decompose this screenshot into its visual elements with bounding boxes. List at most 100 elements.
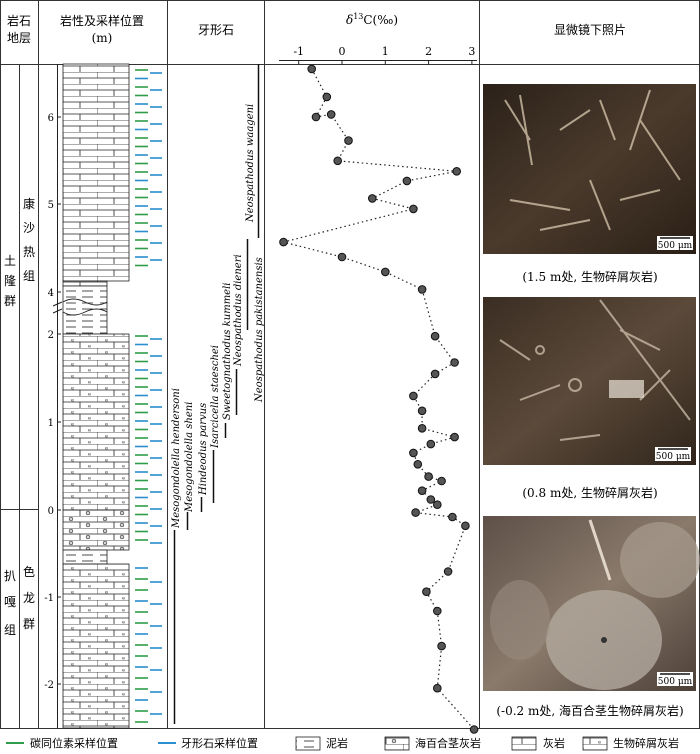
isotope-data-point <box>307 64 317 74</box>
depth-tick-1: 1 <box>48 418 54 429</box>
svg-text:扒: 扒 <box>4 569 16 583</box>
crinoid-unit <box>62 509 130 551</box>
mudstone-unit <box>62 285 108 335</box>
isotope-tick-label: 0 <box>339 45 346 58</box>
isotope-tick-label: 3 <box>468 45 475 58</box>
isotope-data-point <box>417 285 427 294</box>
table-frame <box>0 0 700 729</box>
svg-text:群: 群 <box>4 294 16 308</box>
photo-2: 500 μm <box>483 297 696 465</box>
isotope-data-point <box>409 448 418 458</box>
legend-mudstone-label: 泥岩 <box>326 736 348 750</box>
legend-limestone-swatch <box>511 736 537 751</box>
photo-2-scale: 500 μm <box>656 452 691 462</box>
isotope-data-point <box>409 204 418 214</box>
photo-3-scale: 500 μm <box>658 677 693 687</box>
svg-text:组: 组 <box>4 623 16 637</box>
svg-text:群: 群 <box>23 617 35 631</box>
axis-break <box>52 301 63 314</box>
legend-conodont-label: 牙形石采样位置 <box>181 736 258 750</box>
isotope-tick-label: 1 <box>382 45 389 58</box>
isotope-data-point <box>333 156 343 166</box>
conodont-label-dieneri: Neospathodus dieneri <box>233 254 244 367</box>
legend-bioclastic-swatch <box>582 736 608 751</box>
upper-formation-label: 康 沙 热 组 <box>23 196 35 283</box>
conodont-label-staeschei: Isarcicella staeschei <box>210 345 221 449</box>
isotope-data-point <box>417 486 427 496</box>
isotope-data-point <box>311 112 321 122</box>
limestone-unit-upper <box>62 63 130 282</box>
isotope-data-point <box>344 136 353 145</box>
svg-text:龙: 龙 <box>23 591 35 605</box>
svg-text:沙: 沙 <box>23 221 35 235</box>
isotope-data-point <box>417 424 427 433</box>
isotope-data-point <box>450 432 459 442</box>
isotope-data-point <box>417 406 427 416</box>
bioclastic-unit-upper <box>62 333 130 511</box>
isotope-data-point <box>443 567 453 576</box>
depth-tick-0: 0 <box>48 506 54 517</box>
photo-2-caption: (0.8 m处, 生物碎屑灰岩) <box>522 485 657 500</box>
conodont-label-parvus: Hindeodus parvus <box>198 403 209 496</box>
header-strata-line1: 岩石 <box>7 13 31 28</box>
photo-1-caption: (1.5 m处, 生物碎屑灰岩) <box>522 269 657 284</box>
isotope-curve <box>279 64 479 734</box>
isotope-data-point <box>279 237 288 247</box>
isotope-data-point <box>461 521 470 531</box>
isotope-data-point <box>430 369 440 379</box>
legend-crinoid-swatch <box>384 736 410 751</box>
header-micro: 显微镜下照片 <box>554 22 626 37</box>
isotope-data-point <box>430 331 440 341</box>
depth-axis: 6 5 4 2 1 0 -1 -2 <box>44 64 63 728</box>
depth-tick-5: 5 <box>48 200 54 211</box>
isotope-data-point <box>411 508 420 517</box>
lithology-column <box>62 63 130 729</box>
svg-text:色: 色 <box>23 565 35 579</box>
isotope-data-point <box>409 391 418 401</box>
mudstone-thin-unit <box>62 549 108 565</box>
isotope-data-point <box>469 725 479 734</box>
isotope-data-point <box>437 476 446 486</box>
mudstone-wavy-bed <box>62 298 108 316</box>
legend-bioclastic-label: 生物碎屑灰岩 <box>613 736 679 750</box>
legend: 碳同位素采样位置 牙形石采样位置 泥岩 海百合茎灰岩 灰岩 生物碎屑灰岩 <box>6 736 679 751</box>
svg-text:热: 热 <box>23 245 35 259</box>
isotope-data-point <box>413 460 423 469</box>
conodont-label-kummeli: Sweetognathodus kummeli <box>222 283 233 421</box>
isotope-axis: -1 0 1 2 3 <box>279 45 477 65</box>
depth-tick-4: 4 <box>48 288 54 299</box>
depth-tick-neg1: -1 <box>44 593 54 604</box>
isotope-tick-label: 2 <box>425 45 432 58</box>
isotope-data-point <box>433 606 442 616</box>
depth-tick-6: 6 <box>48 113 54 124</box>
conodont-label-sheni: Mesogondolella sheni <box>184 402 195 513</box>
isotope-data-point <box>322 92 332 102</box>
conodont-label-pakistanensis: Neospathodus pakistanensis <box>254 257 265 403</box>
isotope-data-point <box>381 267 390 277</box>
photo-3-caption: (-0.2 m处, 海百合茎生物碎屑灰岩) <box>496 703 683 718</box>
sample-markers <box>135 69 162 723</box>
header-lithology-line1: 岩性及采样位置 <box>60 13 144 28</box>
isotope-data-point <box>452 167 462 176</box>
isotope-data-point <box>402 176 412 186</box>
conodont-ranges: Mesogondolella hendersoni Mesogondolella… <box>171 64 265 724</box>
limestone-unit-thin <box>62 280 108 287</box>
legend-limestone-label: 灰岩 <box>543 736 565 750</box>
header-conodont: 牙形石 <box>198 23 234 37</box>
isotope-data-point <box>368 194 377 203</box>
legend-mudstone-swatch <box>295 736 321 751</box>
svg-text:土: 土 <box>4 254 16 268</box>
header-isotope: δ13C(‰) <box>346 12 398 27</box>
lower-formation-label: 色 龙 群 <box>23 565 35 631</box>
photo-1: 500 μm <box>483 84 696 254</box>
bioclastic-unit-lower <box>62 563 130 729</box>
svg-text:组: 组 <box>23 269 35 283</box>
isotope-data-point <box>433 500 442 510</box>
lower-group-label: 扒 嘎 组 <box>4 569 16 637</box>
isotope-data-point <box>426 495 436 504</box>
isotope-data-point <box>433 683 442 693</box>
isotope-tick-label: -1 <box>293 45 304 58</box>
photo-1-scale: 500 μm <box>658 241 693 251</box>
isotope-data-point <box>422 587 431 597</box>
conodont-label-hendersoni: Mesogondolella hendersoni <box>171 388 182 529</box>
